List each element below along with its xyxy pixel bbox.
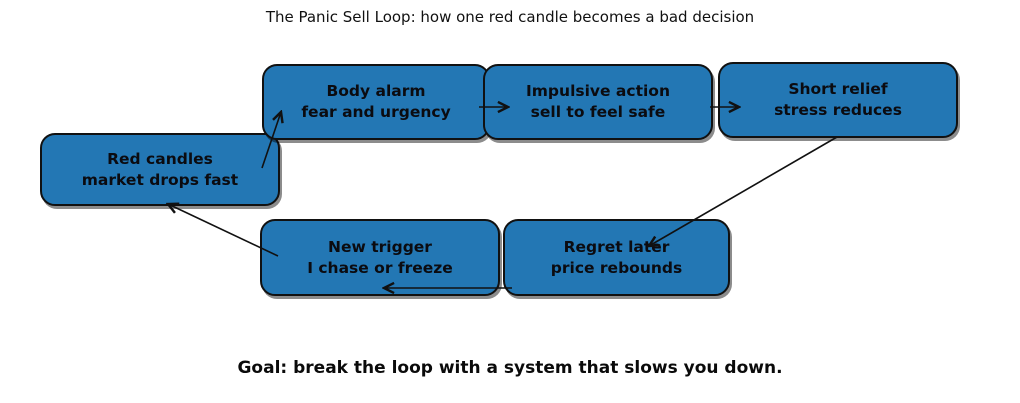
flow-node-short-relief: Short relief stress reduces [718, 62, 958, 138]
node-label-line: sell to feel safe [530, 103, 666, 121]
node-label-line: price rebounds [550, 258, 683, 277]
node-label-line: I chase or freeze [307, 258, 453, 277]
node-label-line: New trigger [328, 237, 432, 256]
flow-node-red-candles: Red candles market drops fast [40, 133, 280, 206]
node-label-line: fear and urgency [301, 103, 451, 121]
diagram-title: The Panic Sell Loop: how one red candle … [265, 8, 755, 26]
node-label-line: stress reduces [774, 101, 902, 119]
node-label-line: market drops fast [81, 170, 239, 189]
node-label-line: Impulsive action [526, 82, 670, 100]
node-label-line: Short relief [788, 80, 888, 98]
goal-caption: Goal: break the loop with a system that … [237, 358, 783, 378]
node-label-line: Body alarm [326, 82, 426, 100]
flow-node-body-alarm: Body alarm fear and urgency [262, 64, 490, 140]
flow-node-regret-later: Regret later price rebounds [503, 219, 730, 296]
node-label-line: Regret later [563, 237, 670, 256]
flow-node-impulsive-action: Impulsive action sell to feel safe [483, 64, 713, 140]
node-label-line: Red candles [107, 149, 213, 168]
flow-node-new-trigger: New trigger I chase or freeze [260, 219, 500, 296]
